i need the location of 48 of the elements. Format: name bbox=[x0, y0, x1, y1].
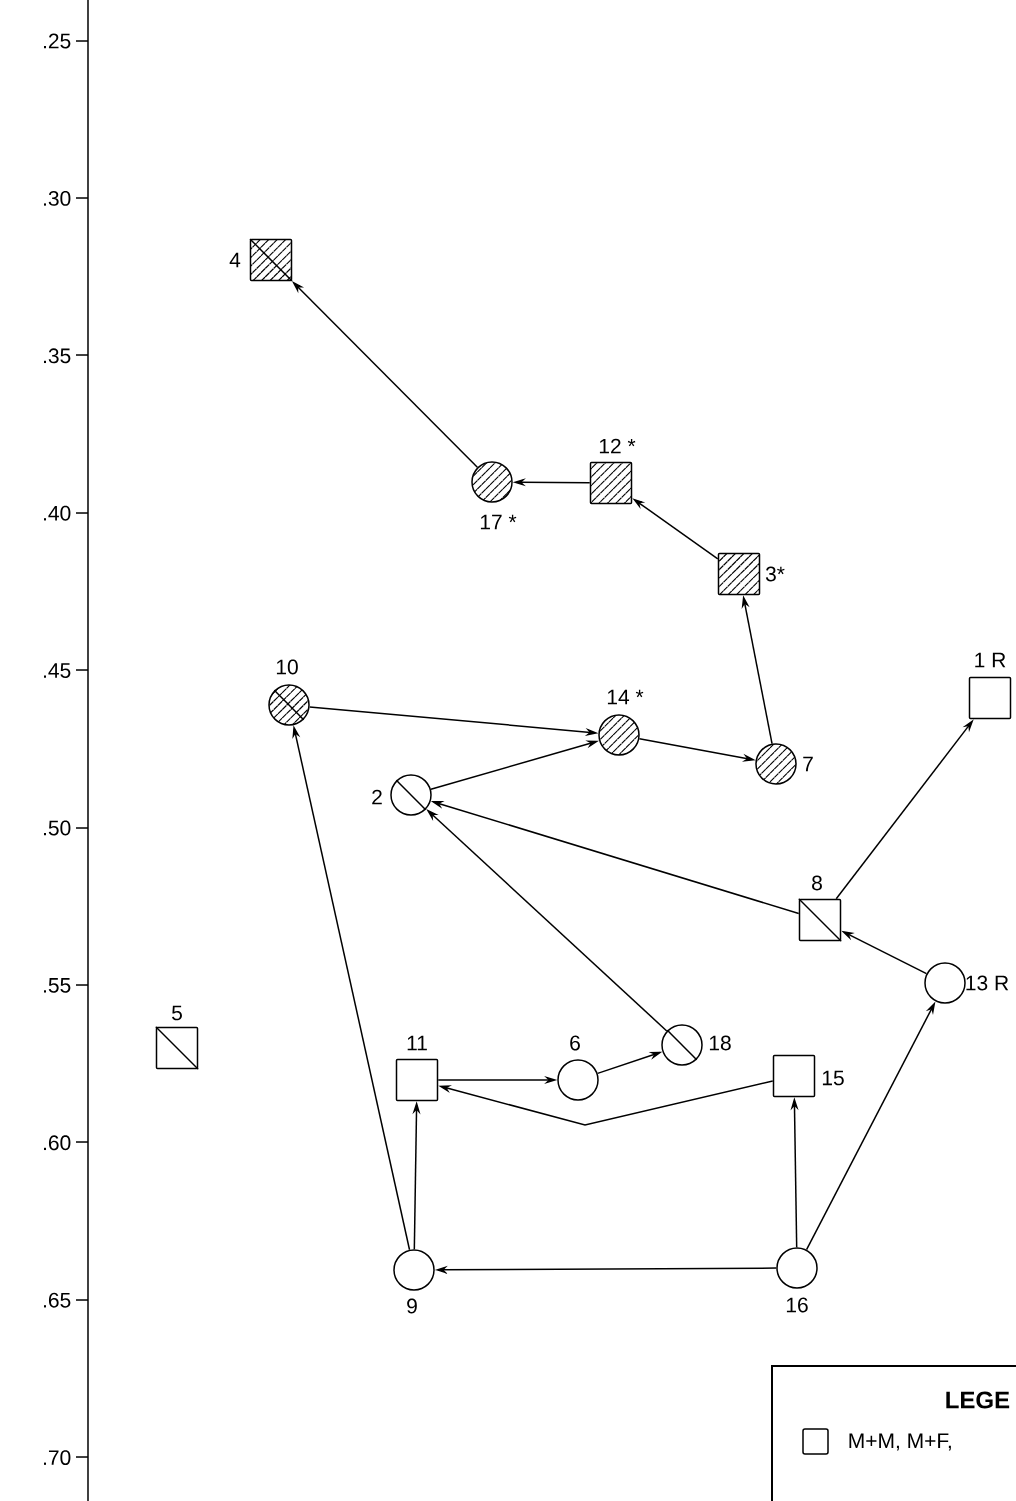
tick-label: .50 bbox=[43, 820, 71, 836]
circle-node: 17 * bbox=[471, 461, 517, 530]
circle-node: 18 bbox=[661, 1024, 731, 1066]
node-label: 18 bbox=[709, 1035, 731, 1051]
circle-node: 2 bbox=[372, 774, 432, 816]
square-node: 3* bbox=[717, 552, 785, 596]
square-node: 11 bbox=[395, 1035, 439, 1102]
circle-node: 7 bbox=[755, 743, 813, 785]
circle-node: 14 * bbox=[598, 689, 644, 756]
node-label: 3* bbox=[765, 566, 785, 582]
circle-node: 10 bbox=[268, 659, 310, 726]
circle-node: 6 bbox=[557, 1035, 599, 1101]
node-label: 9 bbox=[407, 1298, 417, 1314]
node-label: 16 bbox=[786, 1297, 808, 1313]
node-label: 15 bbox=[822, 1070, 844, 1086]
node-label: 7 bbox=[803, 756, 813, 772]
node-label: 2 bbox=[372, 789, 382, 805]
legend-entry: M+M, M+F, bbox=[802, 1428, 951, 1455]
square-node: 5 bbox=[155, 1005, 199, 1070]
node-label: 11 bbox=[407, 1035, 427, 1051]
tick-label: .65 bbox=[43, 1292, 71, 1308]
tick-label: .25 bbox=[43, 33, 71, 49]
node-label: 6 bbox=[570, 1035, 580, 1051]
square-node: 15 bbox=[772, 1054, 844, 1098]
tick-label: .55 bbox=[43, 978, 71, 993]
square-node: 1 R bbox=[968, 652, 1012, 720]
node-label: 1 R bbox=[975, 652, 1006, 668]
tick-label: .40 bbox=[43, 505, 71, 521]
circle-node: 13 R bbox=[924, 962, 1009, 1004]
node-label: 14 * bbox=[607, 689, 644, 705]
circle-node: 9 bbox=[393, 1249, 435, 1314]
square-node: 4 bbox=[229, 238, 293, 282]
tick-label: .45 bbox=[43, 663, 71, 678]
tick-label: .30 bbox=[43, 190, 71, 206]
node-label: 12 * bbox=[599, 438, 636, 454]
node-label: 13 R bbox=[966, 975, 1009, 991]
node-label: 17 * bbox=[480, 514, 517, 530]
tick-label: .60 bbox=[43, 1135, 71, 1151]
node-label: 10 bbox=[276, 659, 298, 675]
node-label: 5 bbox=[172, 1005, 182, 1021]
square-node: 8 bbox=[798, 875, 842, 942]
tick-label: .35 bbox=[43, 348, 71, 364]
legend-title: LEGE bbox=[946, 1391, 1010, 1409]
tick-label: .70 bbox=[43, 1450, 71, 1466]
node-label: 8 bbox=[812, 875, 822, 891]
node-label: 4 bbox=[229, 252, 241, 268]
circle-node: 16 bbox=[776, 1247, 818, 1313]
square-node: 12 * bbox=[589, 438, 636, 505]
